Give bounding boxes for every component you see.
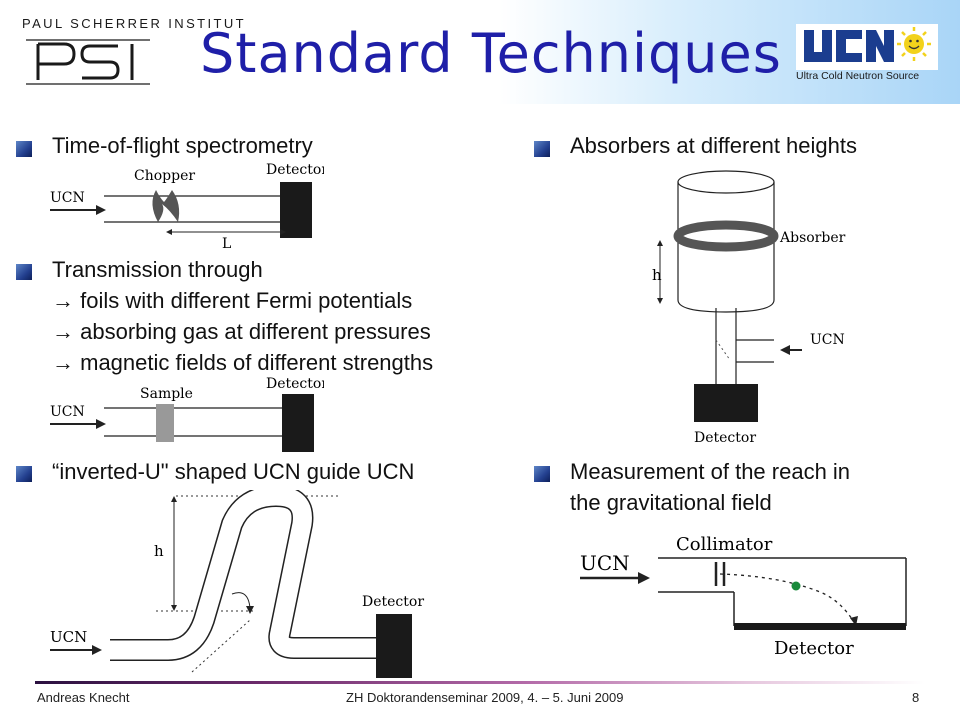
- absorber-ucn-label: UCN: [810, 332, 845, 348]
- transmission-heading: Transmission through: [52, 257, 263, 282]
- inverted-u-detector-block: [376, 614, 412, 678]
- absorber-diagram: Absorber h UCN Detector: [652, 170, 846, 446]
- inverted-u-diagram: h UCN Detector: [50, 490, 424, 678]
- institute-name: PAUL SCHERRER INSTITUT: [22, 16, 246, 31]
- footer-event: ZH Doktorandenseminar 2009, 4. – 5. Juni…: [346, 690, 624, 705]
- psi-mark-icon: [26, 39, 150, 85]
- bullet-icon: [16, 466, 32, 482]
- bullet-icon: [16, 264, 32, 280]
- absorbers-heading: Absorbers at different heights: [570, 133, 857, 158]
- transmission-item: → absorbing gas at different pressures: [52, 319, 431, 344]
- trans-sample-label: Sample: [140, 386, 193, 402]
- page-title: Standard Techniques: [200, 22, 782, 85]
- absorber-height-label: h: [652, 266, 662, 284]
- chopper-shape: [152, 190, 180, 222]
- ucn-logo-mark-icon: [796, 24, 938, 70]
- tof-chopper-label: Chopper: [134, 168, 195, 184]
- absorber-label: Absorber: [779, 230, 846, 246]
- inverted-u-height-label: h: [154, 542, 164, 560]
- tof-ucn-label: UCN: [50, 190, 85, 206]
- reach-detector-block: [734, 623, 906, 630]
- trans-ucn-label: UCN: [50, 404, 85, 420]
- inverted-u-heading: “inverted-U" shaped UCN guide UCN: [52, 459, 415, 484]
- ucn-logo-caption: Ultra Cold Neutron Source: [796, 70, 920, 82]
- page-number: 8: [912, 690, 920, 705]
- transmission-block: Transmission through → foils with differ…: [52, 254, 433, 378]
- sample-block: [156, 404, 174, 442]
- psi-logo: PAUL SCHERRER INSTITUT: [22, 16, 244, 90]
- transmission-item: → magnetic fields of different strengths: [52, 350, 434, 375]
- reach-detector-label: Detector: [774, 638, 854, 659]
- absorber-detector-label: Detector: [694, 430, 756, 446]
- transmission-diagram: UCN Sample Detector: [50, 376, 324, 452]
- neutron-dot: [791, 581, 801, 591]
- trans-detector-label: Detector: [266, 376, 324, 392]
- inverted-u-detector-label: Detector: [362, 594, 424, 610]
- tof-detector-label: Detector: [266, 162, 324, 178]
- absorber-ring: [673, 220, 779, 252]
- tof-detector-block: [280, 182, 312, 238]
- tof-length-label: L: [222, 236, 231, 252]
- inverted-u-ucn-label: UCN: [50, 628, 87, 646]
- tof-heading: Time-of-flight spectrometry: [52, 133, 313, 158]
- reach-heading: Measurement of the reach in the gravitat…: [570, 456, 850, 518]
- bullet-icon: [534, 466, 550, 482]
- reach-heading-line: the gravitational field: [570, 490, 772, 515]
- bullet-icon: [16, 141, 32, 157]
- sun-icon: [897, 27, 931, 61]
- footer-author: Andreas Knecht: [37, 690, 130, 705]
- tof-diagram: UCN Chopper Detector L: [50, 162, 324, 252]
- footer-divider: [35, 681, 925, 684]
- ucn-source-logo: Ultra Cold Neutron Source: [796, 24, 938, 88]
- trans-detector-block: [282, 394, 314, 452]
- reach-heading-line: Measurement of the reach in: [570, 459, 851, 484]
- reach-collimator-label: Collimator: [676, 534, 773, 555]
- bullet-icon: [534, 141, 550, 157]
- transmission-item: → foils with different Fermi potentials: [52, 288, 413, 313]
- reach-diagram: UCN Collimator Detector: [580, 534, 907, 659]
- absorber-detector-block: [694, 384, 758, 422]
- reach-ucn-label: UCN: [580, 551, 630, 575]
